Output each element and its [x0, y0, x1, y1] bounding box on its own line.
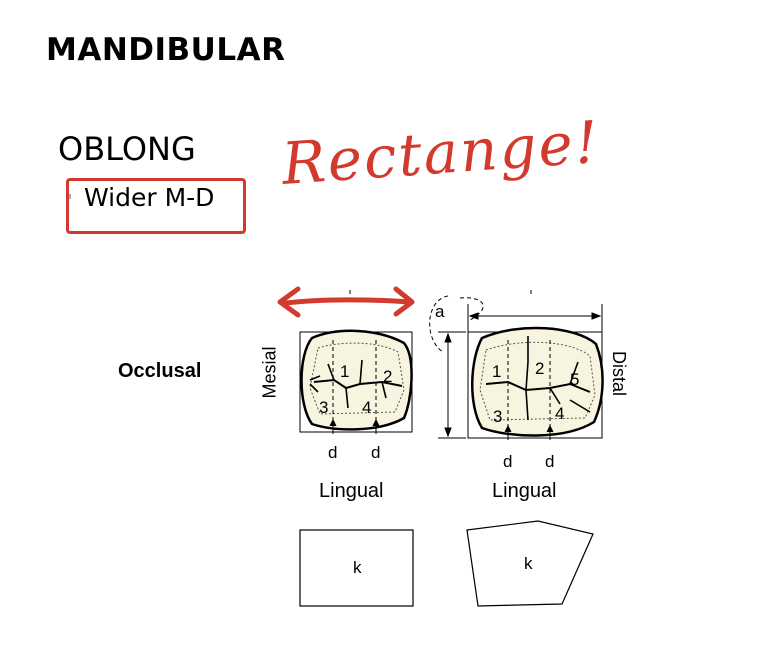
red-highlight-box — [66, 178, 246, 234]
groove-label: d — [328, 443, 338, 462]
groove-label: d — [371, 443, 381, 462]
slide-heading: OBLONG — [58, 130, 196, 168]
dimension-label: a — [435, 302, 445, 321]
cusp-label: 5 — [570, 370, 580, 389]
slide-title: MANDIBULAR — [46, 32, 286, 68]
cusp-label: 3 — [319, 398, 329, 417]
outline-label: k — [524, 554, 533, 573]
cusp-label: 1 — [492, 362, 502, 381]
groove-label: d — [545, 452, 555, 471]
view-label: Occlusal — [118, 360, 202, 382]
lingual-label-left: Lingual — [319, 480, 384, 502]
mesial-label: Mesial — [259, 346, 280, 399]
left-tooth-occlusal — [299, 290, 413, 434]
right-outline-trapezoid — [466, 520, 594, 607]
distal-label: Distal — [609, 350, 630, 397]
groove-label: d — [503, 452, 513, 471]
cusp-label: 4 — [362, 398, 372, 417]
right-tooth-occlusal — [467, 290, 604, 440]
cusp-label: 4 — [555, 404, 565, 423]
cusp-label: 2 — [383, 367, 393, 386]
lingual-label-right: Lingual — [492, 480, 557, 502]
red-double-arrow — [277, 286, 415, 318]
cusp-label: 3 — [493, 407, 503, 426]
outline-label: k — [353, 558, 362, 577]
cusp-label: 2 — [535, 359, 545, 378]
dimension-lines — [429, 295, 603, 439]
cusp-label: 1 — [340, 362, 350, 381]
bullet-text: Wider M-D — [84, 183, 215, 212]
left-outline-rectangle — [299, 529, 414, 607]
